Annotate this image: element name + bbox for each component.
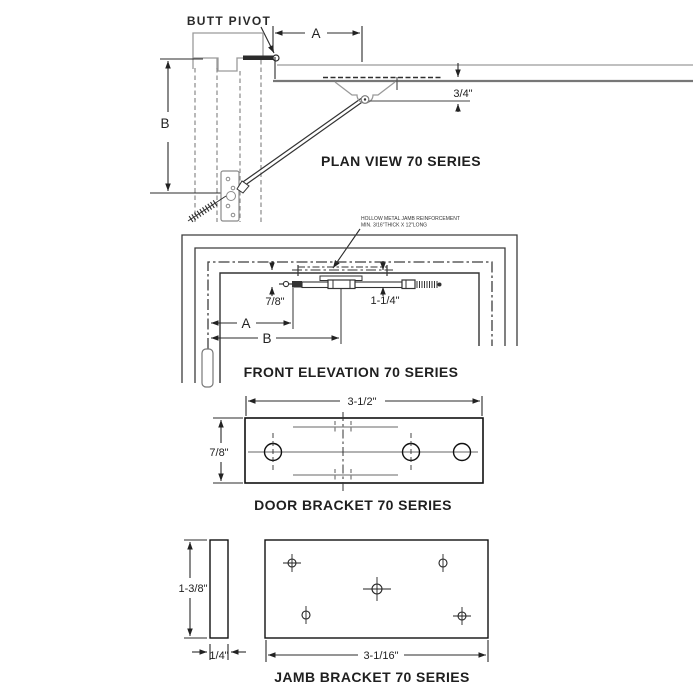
arm-line: [239, 98, 362, 185]
arm-shoe: [236, 180, 250, 194]
hole-phi: [438, 554, 448, 572]
jamb-bracket-dim-thickness: 1/4": [192, 644, 246, 662]
arm-pivot-center: [363, 98, 367, 101]
frame-stop-profile: [193, 57, 243, 72]
frame-head-profile: [192, 32, 280, 72]
arm-line: [242, 101, 364, 188]
front-elevation-title: FRONT ELEVATION 70 SERIES: [244, 364, 459, 380]
jamb-bracket-thickness-label: 1/4": [209, 650, 228, 662]
plan-dim-a-label: A: [311, 26, 320, 41]
door-bracket-plate: [244, 417, 484, 484]
elev-dim-arm-label: 1-1/4": [371, 295, 400, 307]
closer-assembly-elevation: [279, 275, 442, 290]
door-bracket-width-label: 3-1/2": [348, 396, 377, 408]
spring-coil: [188, 199, 218, 223]
plan-dim-offset-label: 3/4": [453, 88, 472, 100]
elev-dim-b: B: [211, 331, 339, 346]
bracket-hole-large: [226, 191, 236, 201]
right-block: [401, 279, 416, 290]
door-bracket-dim-width: 3-1/2": [245, 396, 483, 416]
elev-dim-a: A: [211, 316, 291, 331]
elev-dim-head-label: 7/8": [265, 296, 284, 308]
elev-dim-arm: 1-1/4": [371, 261, 400, 307]
elev-dim-a-label: A: [241, 316, 250, 331]
hidden-reinforcement-bracket: [292, 265, 393, 276]
spring-end-cap: [437, 282, 442, 287]
bracket-hole: [230, 212, 236, 218]
left-fitting: [292, 281, 302, 288]
jamb-bracket-side-view: [209, 539, 229, 639]
plan-view: BUTT PIVOT A: [150, 14, 693, 223]
reinforcement-note-line1: HOLLOW METAL JAMB REINFORCEMENT: [361, 216, 460, 222]
jamb-bracket-view: 1-3/8" 1/4": [179, 539, 489, 685]
frame-stop-centerline: [207, 261, 493, 349]
butt-pivot-label: BUTT PIVOT: [187, 14, 271, 28]
plan-view-title: PLAN VIEW 70 SERIES: [321, 153, 481, 169]
pivot-plate: [243, 55, 276, 60]
elev-dim-b-label: B: [262, 331, 271, 346]
closer-body-plan: [334, 81, 396, 104]
closer-arm: [236, 98, 364, 194]
front-elevation: HOLLOW METAL JAMB REINFORCEMENT MIN. 3/1…: [181, 216, 518, 388]
hidden-jamb-lines: [194, 60, 262, 222]
spring-screw: [187, 195, 227, 223]
hinge: [201, 348, 214, 388]
frame-outer-line: [181, 234, 518, 383]
jamb-bracket-plate: [220, 170, 240, 222]
door-bracket-title: DOOR BRACKET 70 SERIES: [254, 497, 452, 513]
bracket-hole: [225, 176, 231, 182]
plan-dim-offset: 3/4": [369, 63, 473, 112]
frame-outline: [192, 32, 264, 58]
hole-crosshair-center: [363, 577, 391, 601]
bracket-hole: [225, 203, 231, 209]
butt-pivot-point: [272, 54, 280, 62]
door-bracket-height-label: 7/8": [209, 447, 228, 459]
jamb-bracket-title: JAMB BRACKET 70 SERIES: [274, 669, 470, 685]
spring-coil: [416, 281, 438, 288]
plan-dim-b-label: B: [160, 116, 169, 131]
jamb-bracket-width-label: 3-1/16": [363, 650, 398, 662]
door-bracket-view: 3-1/2" 7/8" DOOR BRACKET 70 SERIES: [209, 396, 484, 513]
butt-pivot-leader-line: [260, 26, 275, 54]
jamb-bracket-dim-width: 3-1/16": [265, 640, 489, 662]
plan-dim-a: A: [272, 26, 363, 62]
jamb-bracket-height-label: 1-3/8": [179, 583, 208, 595]
hole-crosshair: [283, 554, 301, 572]
jamb-bracket-dim-height: 1-3/8": [179, 539, 208, 639]
jamb-bracket-plan: [220, 170, 240, 222]
bracket-hole: [452, 442, 472, 462]
frame-inner-line: [194, 247, 506, 383]
plan-dim-b: B: [150, 58, 224, 194]
left-pivot: [282, 280, 290, 288]
reinforcement-note-line2: MIN. 3/16"THICK X 12"LONG: [361, 223, 427, 229]
door-bracket-dim-height: 7/8": [209, 417, 243, 484]
elev-dim-head: 7/8": [265, 261, 285, 308]
hole-crosshair: [453, 607, 471, 625]
bracket-hole: [230, 185, 236, 191]
center-block: [327, 279, 356, 290]
door-outline: [219, 272, 480, 383]
jamb-bracket-holes: [283, 554, 471, 625]
hole-phi: [301, 606, 311, 624]
door-slab-plan: [273, 57, 693, 90]
